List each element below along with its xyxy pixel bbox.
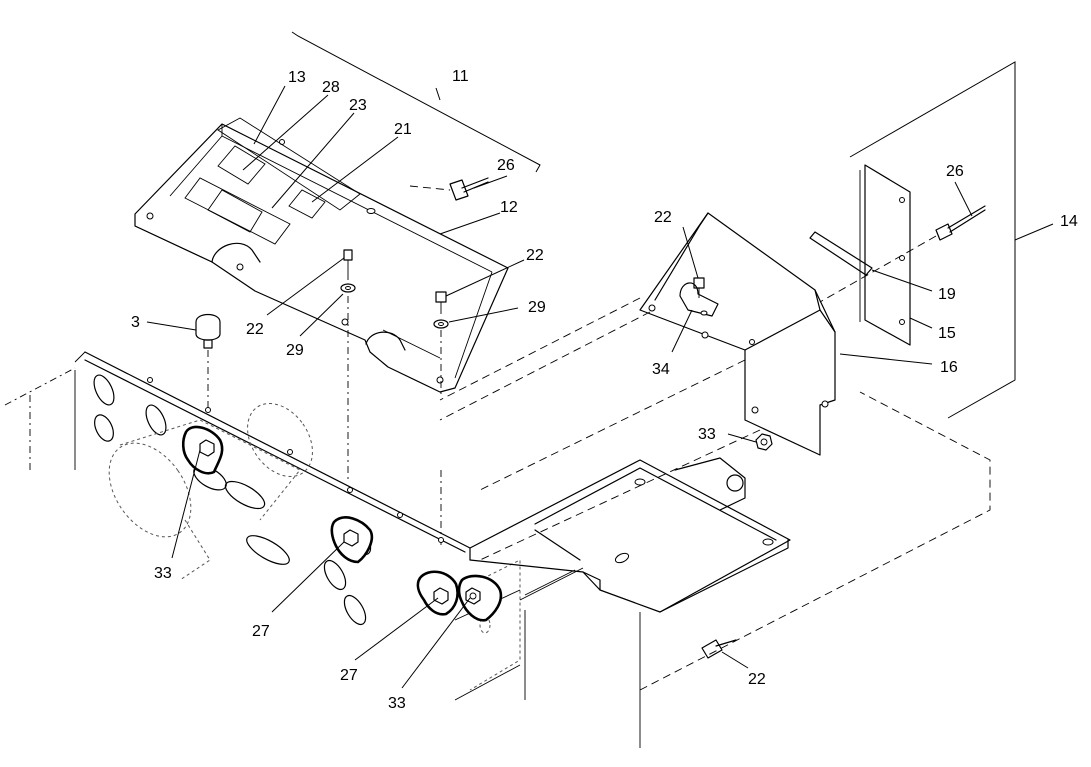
callout-26-right: 26	[946, 163, 964, 180]
nut-blob-2	[330, 516, 374, 564]
lower-mount-plate	[469, 391, 991, 748]
callout-3: 3	[131, 314, 140, 331]
cable-clamp	[679, 277, 719, 317]
callout-labels: 11 13 28 23 21 26 12 22 29 22 29 3 22 34…	[131, 68, 1078, 712]
assembly-bracket-11	[291, 31, 541, 173]
callout-16: 16	[940, 359, 958, 376]
callout-22-bottom: 22	[748, 671, 766, 688]
side-plate	[859, 164, 911, 346]
nut-blob-3	[416, 570, 459, 616]
rivet-right	[819, 205, 986, 303]
callout-14: 14	[1060, 213, 1078, 230]
rubber-bumper	[195, 313, 221, 410]
angle-bracket	[439, 212, 836, 561]
callout-26-top: 26	[497, 157, 515, 174]
callout-13: 13	[288, 69, 306, 86]
callout-33-center: 33	[388, 695, 406, 712]
callout-29-plate-left: 29	[286, 342, 304, 359]
callout-11: 11	[452, 68, 469, 85]
rivet-top	[409, 177, 489, 201]
callout-29-plate-right: 29	[528, 299, 546, 316]
callout-23: 23	[349, 97, 367, 114]
callout-21: 21	[394, 121, 412, 138]
callout-27-center: 27	[340, 667, 358, 684]
locknut-bracket	[755, 433, 773, 451]
rod	[809, 231, 873, 276]
nut-blob-4	[457, 574, 503, 622]
screw-washer-left	[340, 249, 356, 293]
callout-27-left: 27	[252, 623, 270, 640]
callout-15: 15	[938, 325, 956, 342]
callout-22-plate-right: 22	[526, 247, 544, 264]
nut-blob-1	[181, 425, 224, 475]
callout-12: 12	[500, 199, 518, 216]
screw-washer-right	[433, 291, 449, 329]
callout-33-bracket: 33	[698, 426, 716, 443]
callout-28: 28	[322, 79, 340, 96]
screw-bottom	[701, 639, 737, 659]
callout-34: 34	[652, 361, 670, 378]
callout-19: 19	[938, 286, 956, 303]
leader-lines	[146, 85, 1054, 689]
assembly-bracket-14	[849, 61, 1016, 419]
callout-22-plate-left: 22	[246, 321, 264, 338]
machine-frame	[4, 351, 526, 701]
callout-22-bracket: 22	[654, 209, 672, 226]
callout-33-left: 33	[154, 565, 172, 582]
cover-plate	[134, 117, 509, 393]
